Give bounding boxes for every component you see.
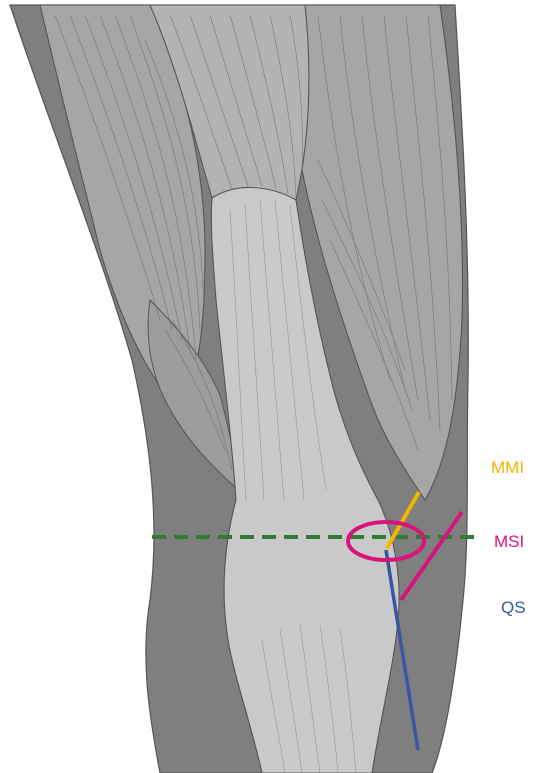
label-qs: QS <box>501 598 526 617</box>
label-mmi: MMI <box>491 458 524 477</box>
label-msi: MSI <box>494 532 524 551</box>
